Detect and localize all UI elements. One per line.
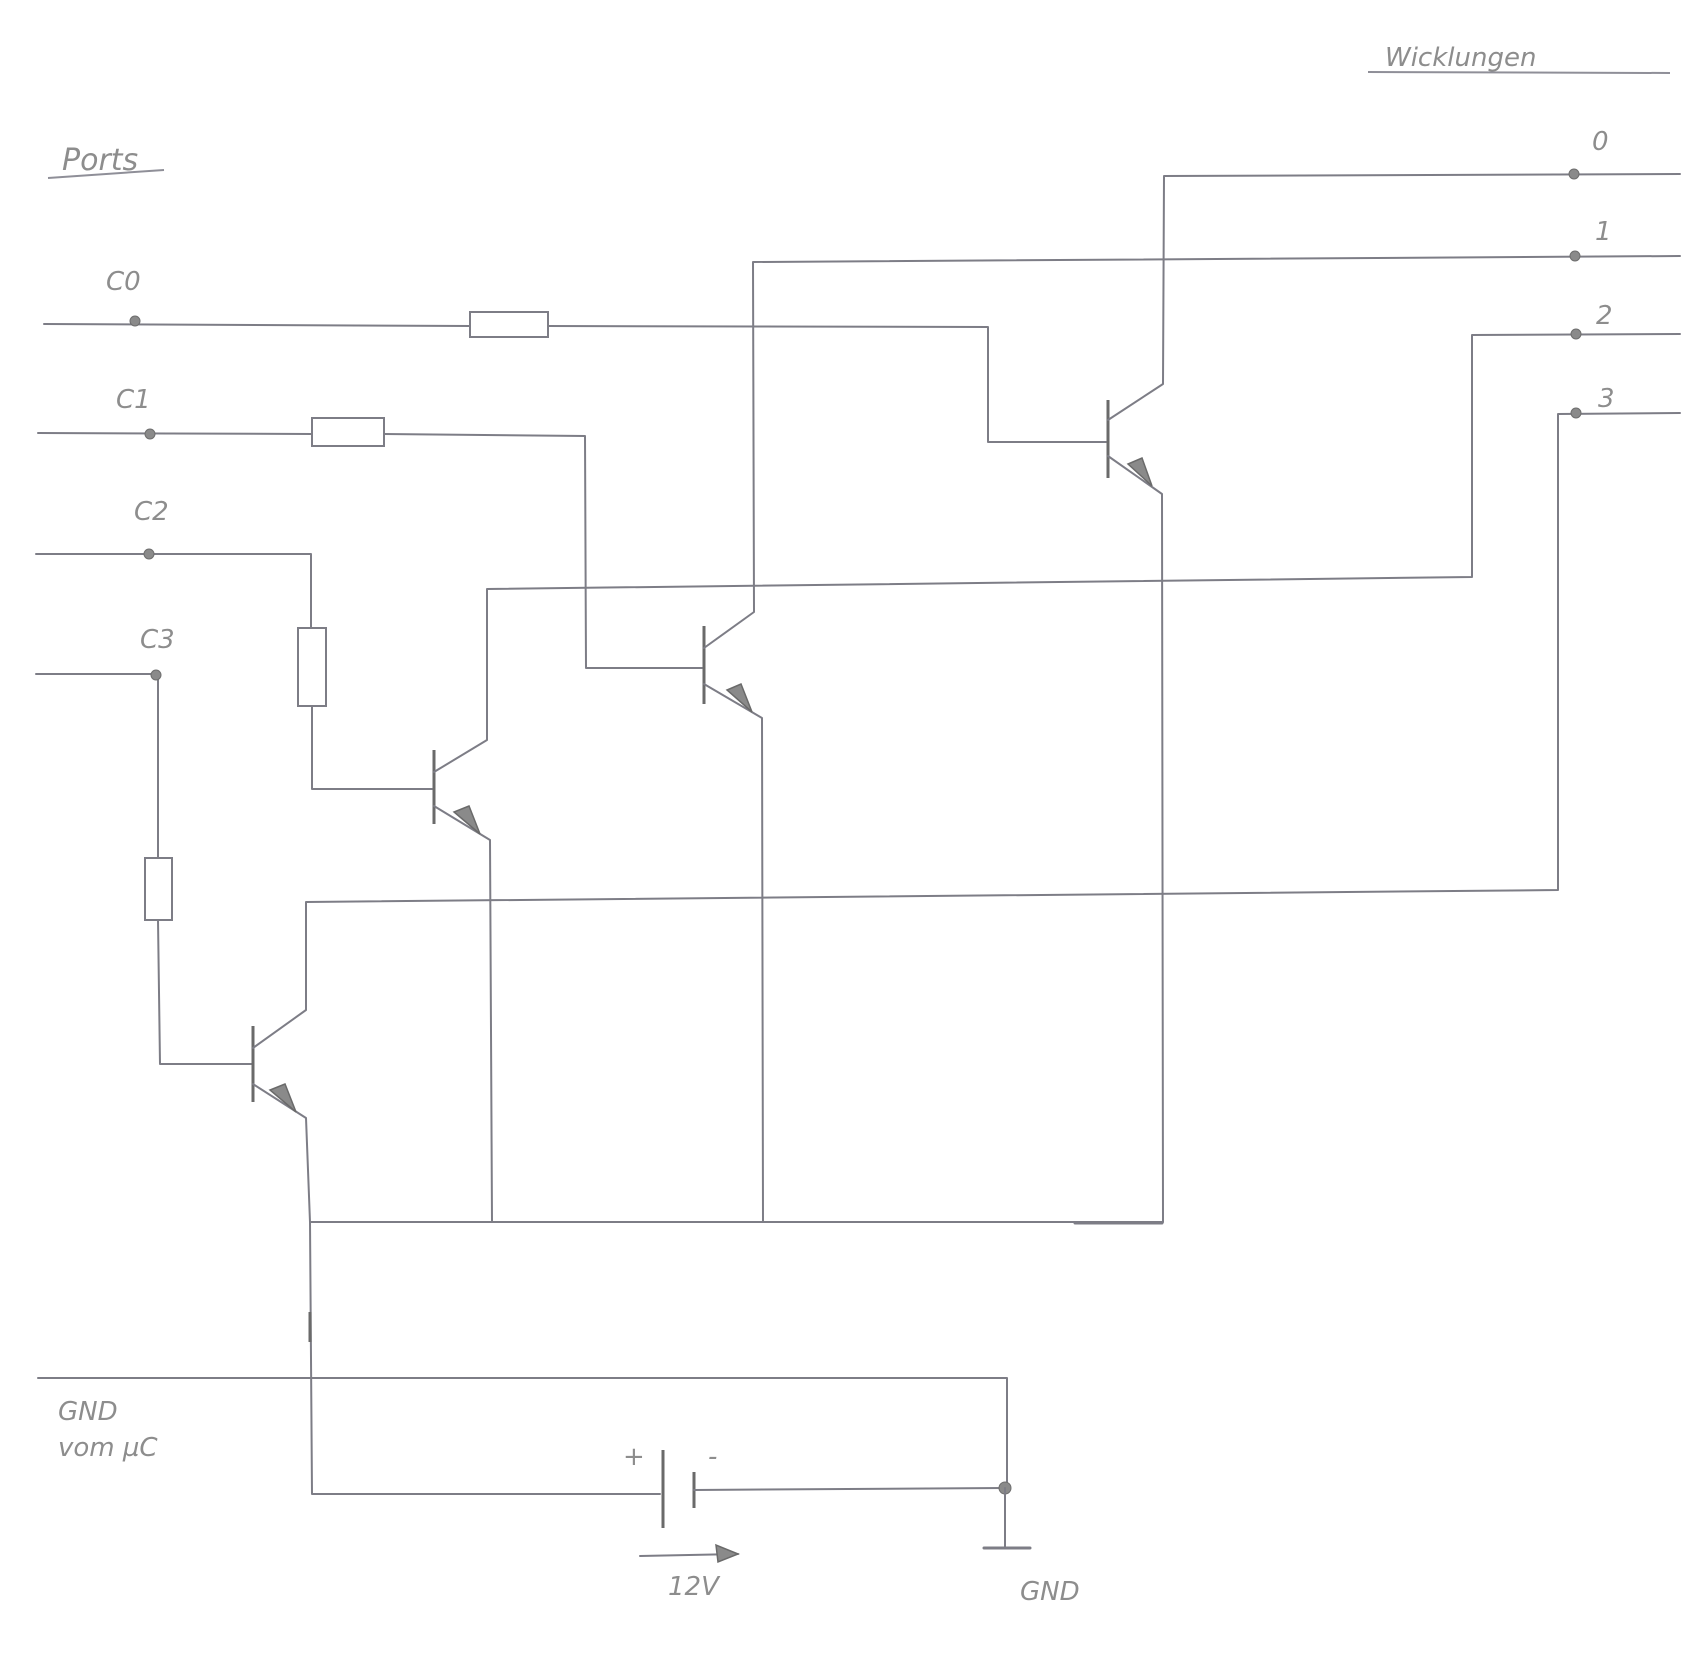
transistor-q2: [432, 333, 1681, 1223]
winding-0-terminal: [1568, 168, 1580, 180]
ports-heading-underline: [47, 169, 165, 179]
emitter-arrow-q0: [1126, 456, 1153, 487]
gnd-from-uc-label-1: GND: [58, 1397, 118, 1427]
port-label-c0: C0: [106, 267, 141, 297]
ground-node: GND: [982, 1481, 1080, 1607]
winding-2-terminal: [1570, 328, 1582, 340]
port-c0-wire: [43, 311, 1107, 443]
battery-minus-label: -: [708, 1442, 717, 1472]
resistor-c2: [297, 627, 327, 707]
battery-plus-label: +: [623, 1442, 645, 1472]
port-c2-terminal: [143, 548, 155, 560]
winding-label-1: 1: [1595, 217, 1612, 247]
transistor-q1: [702, 255, 1681, 1223]
supply-positive-wire: [309, 1221, 661, 1495]
port-c1-wire: [37, 417, 703, 669]
battery-12v: + - 12V: [623, 1442, 1005, 1602]
supply-voltage-label: 12V: [668, 1572, 721, 1602]
port-c3-wire: [35, 669, 253, 1065]
windings-heading: Wicklungen: [1385, 43, 1536, 73]
port-c3-terminal: [150, 669, 162, 681]
gnd-label: GND: [1020, 1577, 1080, 1607]
winding-3-terminal: [1570, 407, 1582, 419]
port-c1-terminal: [144, 428, 156, 440]
emitter-arrow-q2: [452, 805, 481, 835]
resistor-c3: [144, 857, 173, 921]
port-c0-terminal: [129, 315, 141, 327]
winding-label-0: 0: [1592, 127, 1609, 157]
port-label-c3: C3: [140, 625, 175, 655]
resistor-c0: [469, 311, 549, 338]
resistor-c1: [311, 417, 385, 447]
emitter-arrow-q3: [268, 1083, 297, 1113]
winding-label-3: 3: [1598, 384, 1615, 414]
emitter-arrow-q1: [725, 683, 753, 713]
transistor-q0: [1106, 173, 1681, 1223]
winding-terminals: [1568, 168, 1582, 419]
windings-heading-underline: [1367, 71, 1671, 74]
gnd-from-uc-label-2: vom µC: [58, 1433, 158, 1463]
winding-1-terminal: [1569, 250, 1581, 262]
port-c2-wire: [35, 548, 433, 790]
winding-label-2: 2: [1596, 301, 1613, 331]
port-label-c1: C1: [116, 385, 151, 415]
port-label-c2: C2: [134, 497, 169, 527]
gnd-from-uc-wire: [37, 1377, 1008, 1489]
